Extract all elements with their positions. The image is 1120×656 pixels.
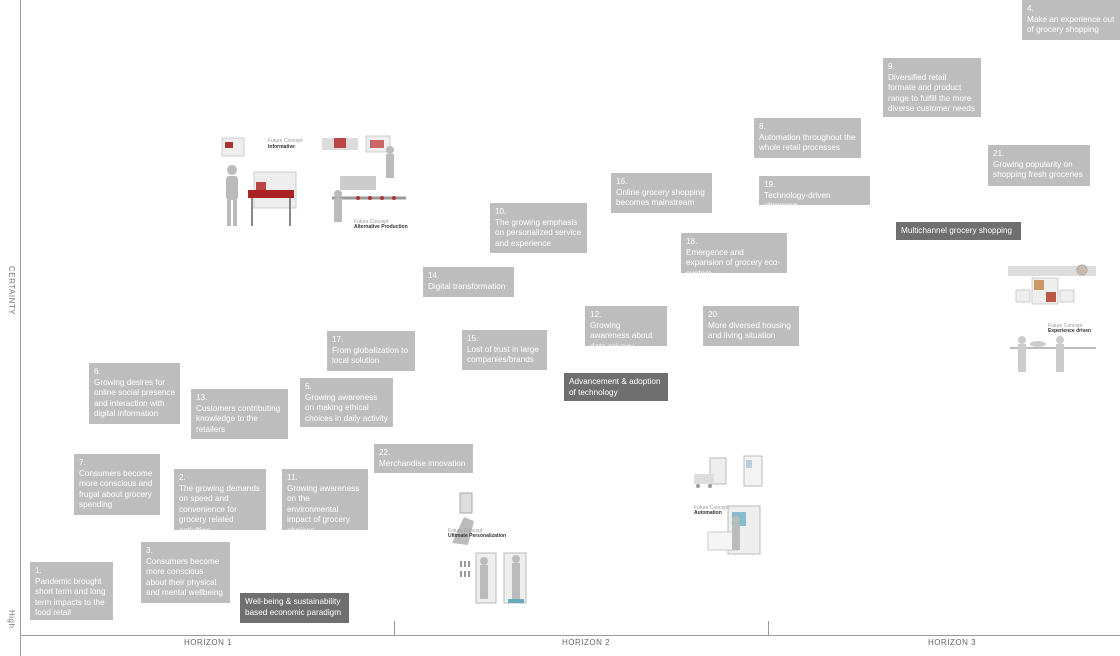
card-number: 19. <box>764 180 776 189</box>
certainty-axis <box>20 0 21 656</box>
card-number: 6. <box>94 367 101 376</box>
card-number: 10. <box>495 207 507 216</box>
trend-card-5[interactable]: 5.Growing awareness on making ethical ch… <box>300 378 393 427</box>
production-scene-icon <box>322 135 406 222</box>
card-number: 20. <box>708 310 720 319</box>
card-text: Growing awareness on the environmental i… <box>287 483 360 531</box>
card-number: 11. <box>287 473 298 482</box>
card-text: Automation throughout the whole retail p… <box>759 132 856 153</box>
trend-card-2[interactable]: 2.The growing demands on speed and conve… <box>174 469 266 530</box>
card-number: 12. <box>590 310 602 319</box>
card-text: Growing awareness on making ethical choi… <box>305 392 388 423</box>
informative-concept-illustration: Informative Future Concept <box>218 124 306 242</box>
trend-card-22[interactable]: 22.Merchandise innovation <box>374 444 473 473</box>
card-number: 13. <box>196 393 208 402</box>
ultimate-personalization-subcaption: Future Concept <box>448 528 483 534</box>
card-number: 16. <box>616 177 628 186</box>
trend-card-19[interactable]: 19.Technology-driven shopping <box>759 176 870 205</box>
card-text: Emergence and expansion of grocery eco-s… <box>686 247 781 274</box>
horizon-axis <box>20 635 1120 636</box>
card-number: 14. <box>428 271 440 280</box>
informative-scene-icon <box>221 137 297 226</box>
card-number: 4. <box>1027 4 1034 13</box>
card-text: Diversified retail formate and product r… <box>888 72 975 114</box>
card-number: 7. <box>79 458 86 467</box>
automation-caption: Automation <box>694 510 722 516</box>
card-number: 5. <box>305 382 312 391</box>
alternative-production-subcaption: Future Concept <box>354 219 389 225</box>
trend-card-15[interactable]: 15.Lost of trust in large companies/bran… <box>462 330 547 370</box>
automation-illustration: Automation Future Concept <box>688 446 768 566</box>
trend-card-4[interactable]: 4.Make an experience out of grocery shop… <box>1022 0 1120 40</box>
automation-scene-icon <box>694 455 763 555</box>
trend-card-7[interactable]: 7.Consumers become more conscious and fr… <box>74 454 160 515</box>
card-number: 22. <box>379 448 391 457</box>
experience-driven-caption: Experience driven <box>1048 328 1092 334</box>
trend-card-21[interactable]: 21.Growing popularity on shopping fresh … <box>988 145 1090 186</box>
card-text: Consumers become more conscious and frug… <box>79 468 153 510</box>
experience-driven-illustration: Experience driven Future Concept <box>1008 262 1098 378</box>
card-text: Consumers become more conscious about th… <box>146 556 223 598</box>
trend-card-14[interactable]: 14.Digital transformation <box>423 267 514 297</box>
horizon-2-label: HORIZON 2 <box>562 638 611 647</box>
alternative-production-caption: Alternative Production <box>354 224 408 230</box>
card-text: Merchandise innovation <box>379 458 466 468</box>
card-text: Customers contributing knowledge to the … <box>196 403 281 434</box>
trend-card-20[interactable]: 20.More diversed housing and living situ… <box>703 306 799 346</box>
trend-card-3[interactable]: 3.Consumers become more conscious about … <box>141 542 230 603</box>
card-number: 18. <box>686 237 698 246</box>
ultimate-personalization-illustration: Ultimate Personalization Future Concept <box>448 487 534 609</box>
personalization-scene-icon <box>452 492 527 604</box>
trend-card-13[interactable]: 13.Customers contributing knowledge to t… <box>191 389 288 439</box>
card-text: The growing emphasis on personalized ser… <box>495 217 582 248</box>
card-number: 2. <box>179 473 186 482</box>
card-text: Pandemic brought short term and long ter… <box>35 576 106 618</box>
card-number: 17. <box>332 335 344 344</box>
trend-card-10[interactable]: 10.The growing emphasis on personalized … <box>490 203 587 253</box>
trend-card-6[interactable]: 6.Growing desires for online social pres… <box>89 363 180 424</box>
card-number: 3. <box>146 546 153 555</box>
card-number: 21. <box>993 149 1005 158</box>
card-number: 9. <box>888 62 895 71</box>
trend-card-12[interactable]: 12.Growing awareness about data privacy <box>585 306 667 346</box>
trend-card-9[interactable]: 9.Diversified retail formate and product… <box>883 58 981 117</box>
experience-driven-subcaption: Future Concept <box>1048 323 1083 329</box>
ultimate-personalization-caption: Ultimate Personalization <box>448 533 507 539</box>
card-text: The growing demands on speed and conveni… <box>179 483 261 531</box>
card-text: Make an experience out of grocery shoppi… <box>1027 14 1115 35</box>
horizon-1-label: HORIZON 1 <box>184 638 233 647</box>
theme-technology-adoption[interactable]: Advancement & adoption of technology <box>564 373 668 401</box>
trend-card-18[interactable]: 18.Emergence and expansion of grocery ec… <box>681 233 787 273</box>
horizon-divider-2 <box>768 621 769 636</box>
automation-subcaption: Future Concept <box>694 505 729 511</box>
theme-multichannel-shopping[interactable]: Multichannel grocery shopping <box>896 222 1021 240</box>
alternative-production-illustration: Alternative Production Future Concept <box>318 124 410 242</box>
horizon-divider-1 <box>394 621 395 636</box>
card-text: Growing awareness about data privacy <box>590 320 653 347</box>
card-text: Growing popularity on shopping fresh gro… <box>993 159 1083 180</box>
card-number: 1. <box>35 566 42 575</box>
card-number: 8. <box>759 122 766 131</box>
horizon-3-label: HORIZON 3 <box>928 638 977 647</box>
experience-scene-icon <box>1008 264 1096 372</box>
card-text: From globalization to local solution <box>332 345 408 366</box>
informative-subcaption: Future Concept <box>268 138 303 144</box>
informative-caption: Informative <box>268 144 295 150</box>
card-text: Lost of trust in large companies/brands <box>467 344 539 365</box>
trend-card-8[interactable]: 8.Automation throughout the whole retail… <box>754 118 861 158</box>
card-text: Technology-driven shopping <box>764 190 831 206</box>
trend-card-1[interactable]: 1.Pandemic brought short term and long t… <box>30 562 113 620</box>
card-number: 15. <box>467 334 479 343</box>
card-text: More diversed housing and living situati… <box>708 320 791 341</box>
card-text: Online grocery shopping becomes mainstre… <box>616 187 705 208</box>
certainty-label: CERTAINTY <box>7 266 16 316</box>
card-text: Digital transformation <box>428 281 506 291</box>
trend-card-11[interactable]: 11.Growing awareness on the environmenta… <box>282 469 368 530</box>
trend-card-17[interactable]: 17.From globalization to local solution <box>327 331 415 371</box>
card-text: Growing desires for online social presen… <box>94 377 176 419</box>
trend-card-16[interactable]: 16.Online grocery shopping becomes mains… <box>611 173 712 213</box>
theme-wellbeing-sustainability[interactable]: Well-being & sustainability based econom… <box>240 593 349 623</box>
certainty-high-label: High <box>7 610 16 629</box>
